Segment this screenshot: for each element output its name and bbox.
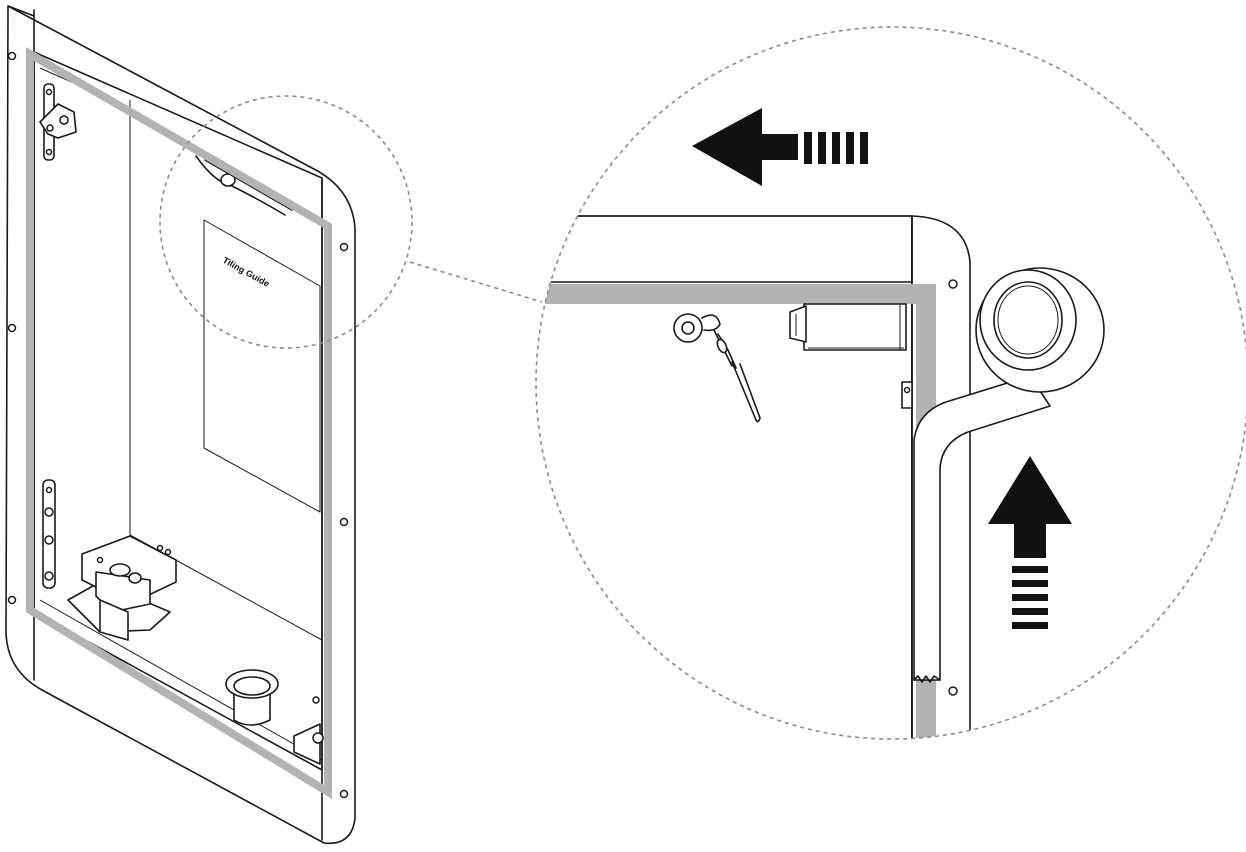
junction-box [789,303,907,351]
arrow-left-icon [692,108,868,186]
top-cable-fitting [195,155,293,216]
zoom-detail-circle [535,26,1246,740]
lower-hinge-bracket [42,479,56,589]
arrow-up-icon [988,456,1072,629]
hook-lanyard [673,313,761,423]
detail-screw-top [948,279,958,289]
box-flange [5,5,356,845]
zoom-source-circle [159,95,413,349]
tiling-guide-sheet: Tiling Guide [203,219,321,513]
masking-tape-left [26,47,332,800]
masking-tape-detail [536,284,936,739]
recessed-box: Tiling Guide [5,5,356,845]
detail-screw-bottom [948,686,958,696]
wall-bracket [901,381,913,409]
floor-front-edge [39,599,323,761]
flange-screw-holes [7,51,349,799]
tape-roll-icon [913,267,1105,683]
waste-cup [225,669,279,726]
flange-corner [7,5,35,17]
zoom-connector [409,261,543,303]
drain-mechanism [67,535,177,641]
detail-view [535,26,1246,740]
upper-hinge-bracket [39,83,77,161]
lower-right-fitting [293,696,324,765]
